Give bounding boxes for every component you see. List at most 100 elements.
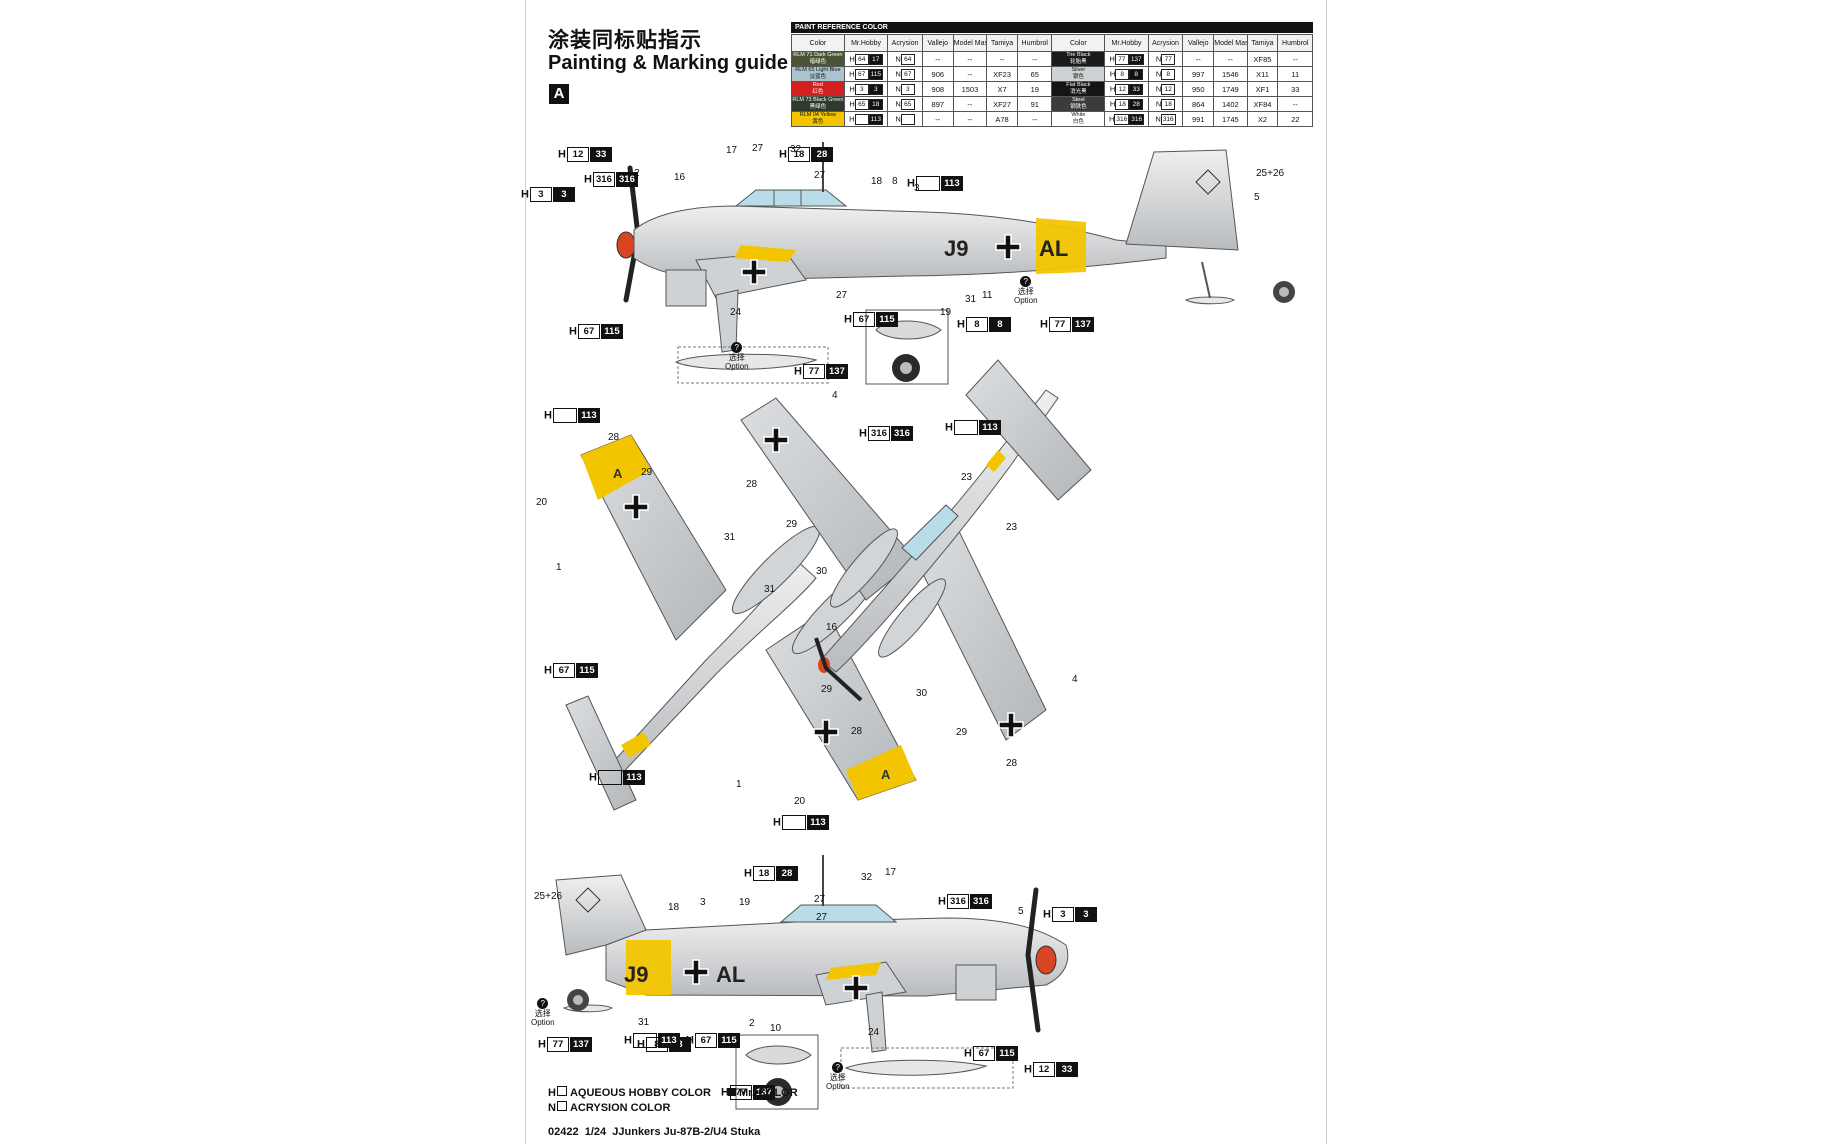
part-number-label: 10 bbox=[770, 1023, 782, 1034]
part-number-label: 29 bbox=[956, 727, 968, 738]
part-number-label: 31 bbox=[638, 1017, 650, 1028]
part-number-label: 27 bbox=[816, 912, 828, 923]
part-number-label: 18 bbox=[668, 902, 680, 913]
part-number-label: 19 bbox=[739, 897, 751, 908]
part-number-label: 27 bbox=[814, 170, 826, 181]
part-number-label: 1 bbox=[556, 562, 562, 573]
scheme-badge: A bbox=[549, 84, 569, 104]
part-number-label: 28 bbox=[608, 432, 620, 443]
part-number-label: 8 bbox=[892, 176, 898, 187]
part-number-label: 16 bbox=[674, 172, 686, 183]
paint-table-header-cell: Humbrol bbox=[1277, 34, 1313, 52]
part-number-label: 31 bbox=[764, 584, 776, 595]
part-number-label: 29 bbox=[786, 519, 798, 530]
paint-table-header-cell: Mr.Hobby bbox=[843, 34, 889, 52]
part-number-label: 16 bbox=[826, 622, 838, 633]
part-number-label: 30 bbox=[816, 566, 828, 577]
part-number-label: 3 bbox=[700, 897, 706, 908]
part-number-label: 24 bbox=[868, 1027, 880, 1038]
part-number-label: 30 bbox=[916, 688, 928, 699]
part-number-label: 5 bbox=[1254, 192, 1260, 203]
paint-table-header-cell: Humbrol bbox=[1017, 34, 1053, 52]
part-number-label: 25+26 bbox=[1256, 168, 1285, 179]
footer: 02422 1/24 JJunkers Ju-87B-2/U4 Stuka bbox=[548, 1126, 760, 1138]
part-number-label: 11 bbox=[982, 290, 993, 301]
part-number-labels: 17 27 32 27 16 2 18 8 3 25+26 27 19 31 11 24 5 28 29 20 1 31… bbox=[534, 143, 1285, 1038]
aircraft-drawings: J9 AL bbox=[534, 142, 1295, 1110]
part-number-label: 27 bbox=[836, 290, 848, 301]
title-english: Painting & Marking guide bbox=[548, 52, 789, 74]
wing-letter-upper: A bbox=[613, 466, 623, 481]
part-number-label: 28 bbox=[746, 479, 758, 490]
part-number-label: 23 bbox=[1006, 522, 1018, 533]
part-number-label: 4 bbox=[1072, 674, 1078, 685]
part-number-label: 23 bbox=[961, 472, 973, 483]
instruction-sheet: 涂装同标贴指示 Painting & Marking guide A PAINT… bbox=[521, 0, 1327, 1144]
part-number-label: 32 bbox=[861, 872, 873, 883]
part-number-label: 28 bbox=[1006, 758, 1018, 769]
part-number-label: 32 bbox=[790, 144, 802, 155]
paint-table-header-cell: Model Master bbox=[952, 34, 988, 52]
code-right-top: AL bbox=[1039, 236, 1068, 261]
kit-code: 02422 bbox=[548, 1126, 579, 1138]
paint-table-header-cell: Tamiya bbox=[1246, 34, 1279, 52]
part-number-label: 2 bbox=[749, 1018, 755, 1029]
side-view-left: J9 AL bbox=[616, 142, 1295, 385]
part-number-label: 17 bbox=[726, 145, 738, 156]
paint-table-header-cell: Acrysion bbox=[1147, 34, 1184, 52]
part-number-label: 24 bbox=[730, 307, 742, 318]
part-number-label: 20 bbox=[794, 796, 806, 807]
code-left-top: J9 bbox=[944, 236, 968, 261]
part-number-label: 5 bbox=[1018, 906, 1024, 917]
acrysion-code: N bbox=[887, 111, 923, 127]
part-number-label: 29 bbox=[641, 467, 653, 478]
plan-view-upper bbox=[740, 359, 1092, 741]
paint-table-header-cell: Mr.Hobby bbox=[1104, 34, 1149, 52]
paint-table-header-cell: Acrysion bbox=[887, 34, 923, 52]
title-chinese: 涂装同标贴指示 bbox=[548, 28, 702, 52]
